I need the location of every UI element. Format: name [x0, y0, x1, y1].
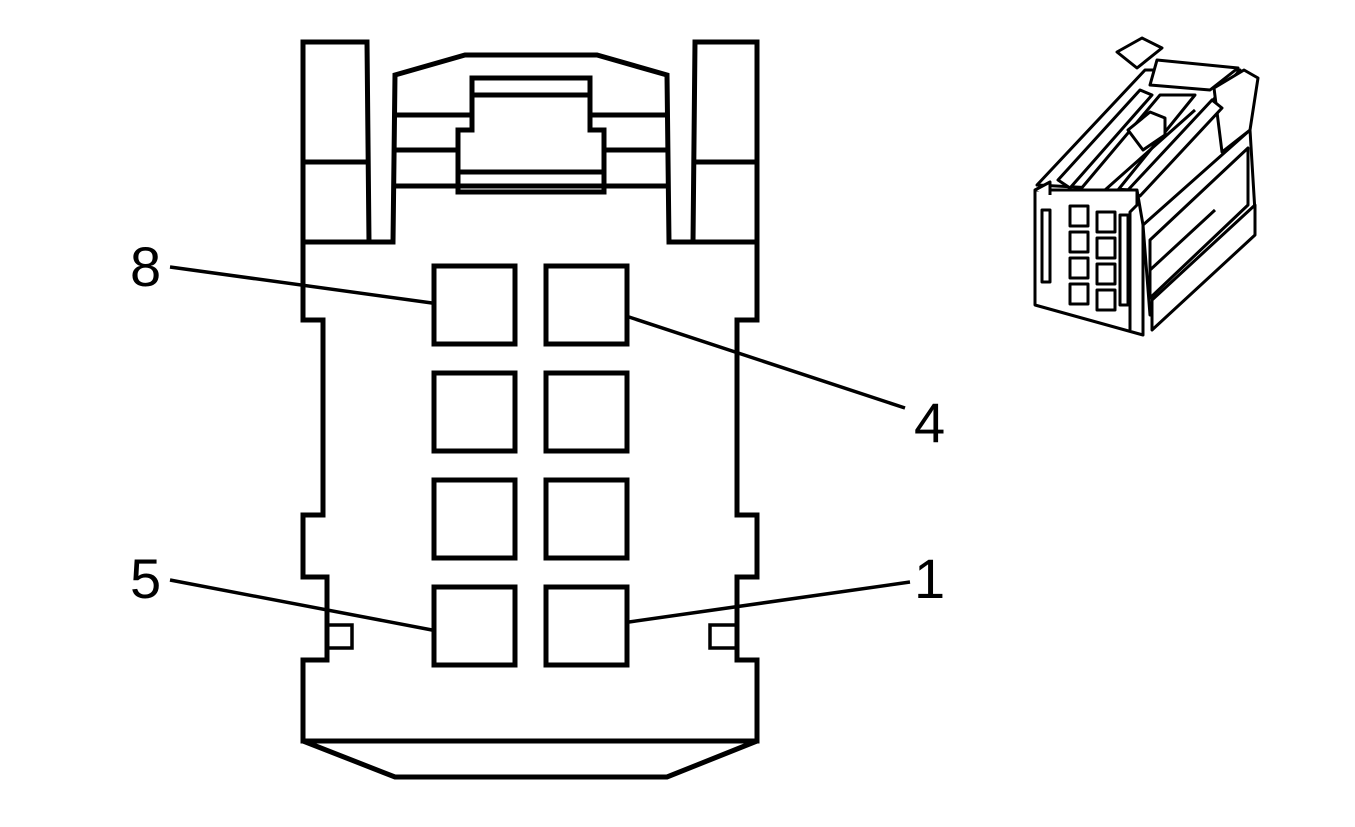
terminal-cavities	[431, 263, 630, 668]
left-lower-notch	[327, 623, 354, 650]
cavity-6	[431, 477, 518, 561]
connector-body-outline	[300, 39, 760, 780]
pin-label-8: 8	[130, 235, 161, 298]
connector-isometric-view	[1033, 36, 1260, 337]
cavity-1	[543, 584, 630, 668]
pin-label-1: 1	[914, 547, 945, 610]
cavity-4	[543, 263, 630, 347]
cavity-8	[431, 263, 518, 347]
cavity-3	[543, 370, 630, 454]
cavity-7	[431, 370, 518, 454]
connector-face	[300, 39, 760, 780]
latch	[392, 75, 670, 195]
right-lower-notch	[708, 623, 737, 650]
cavity-2	[543, 477, 630, 561]
leader-5	[169, 578, 433, 632]
leader-lines	[169, 265, 911, 632]
leader-8	[169, 265, 433, 305]
cavity-5	[431, 584, 518, 668]
leader-4	[628, 315, 906, 410]
pin-label-4: 4	[914, 391, 945, 454]
pin-label-5: 5	[130, 547, 161, 610]
leader-1	[628, 580, 911, 624]
